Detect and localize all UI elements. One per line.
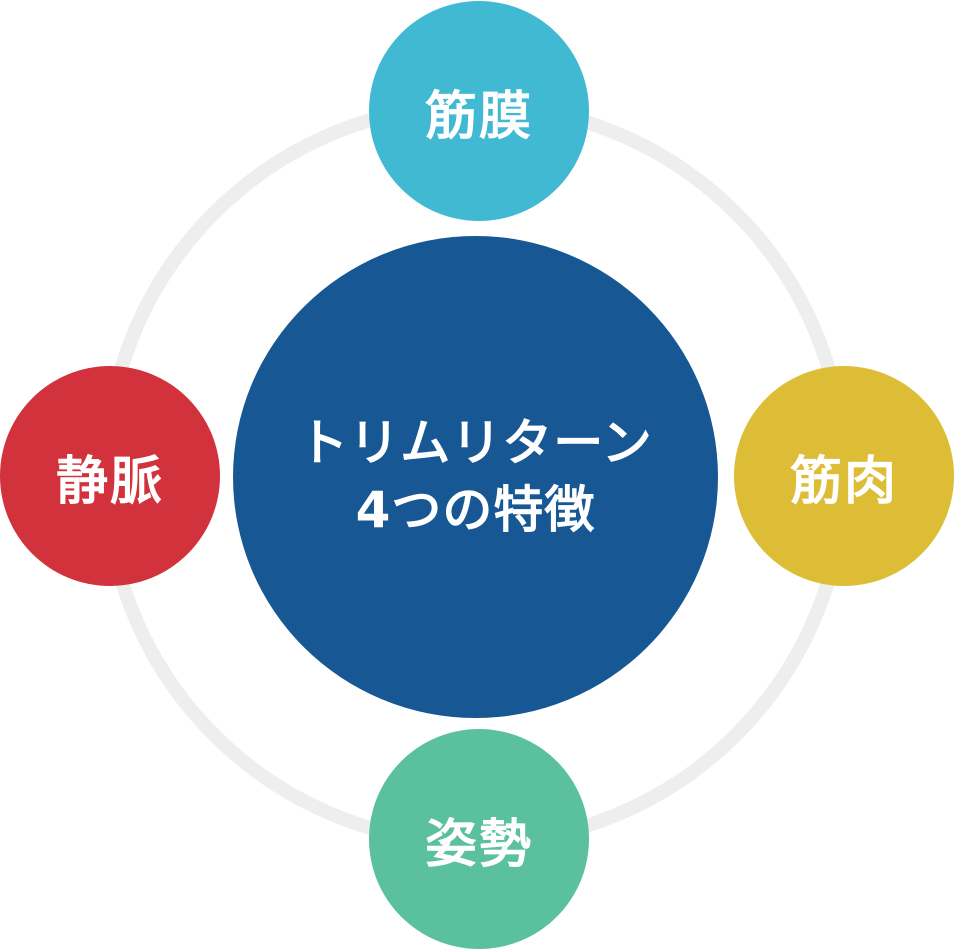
feature-circle-posture: 姿勢 [369,729,589,949]
feature-label-vein: 静脈 [55,451,164,512]
center-title-line1: トリムリターン [298,413,653,472]
feature-label-posture: 姿勢 [424,814,533,875]
center-circle: トリムリターン 4つの特徴 [233,236,718,718]
feature-label-fascia: 筋膜 [424,86,533,147]
feature-label-muscle: 筋肉 [789,451,898,512]
feature-circle-vein: 静脈 [0,366,220,586]
center-title-line2: 4つの特徴 [355,481,596,539]
feature-circle-fascia: 筋膜 [369,1,589,221]
feature-circle-muscle: 筋肉 [734,366,954,586]
